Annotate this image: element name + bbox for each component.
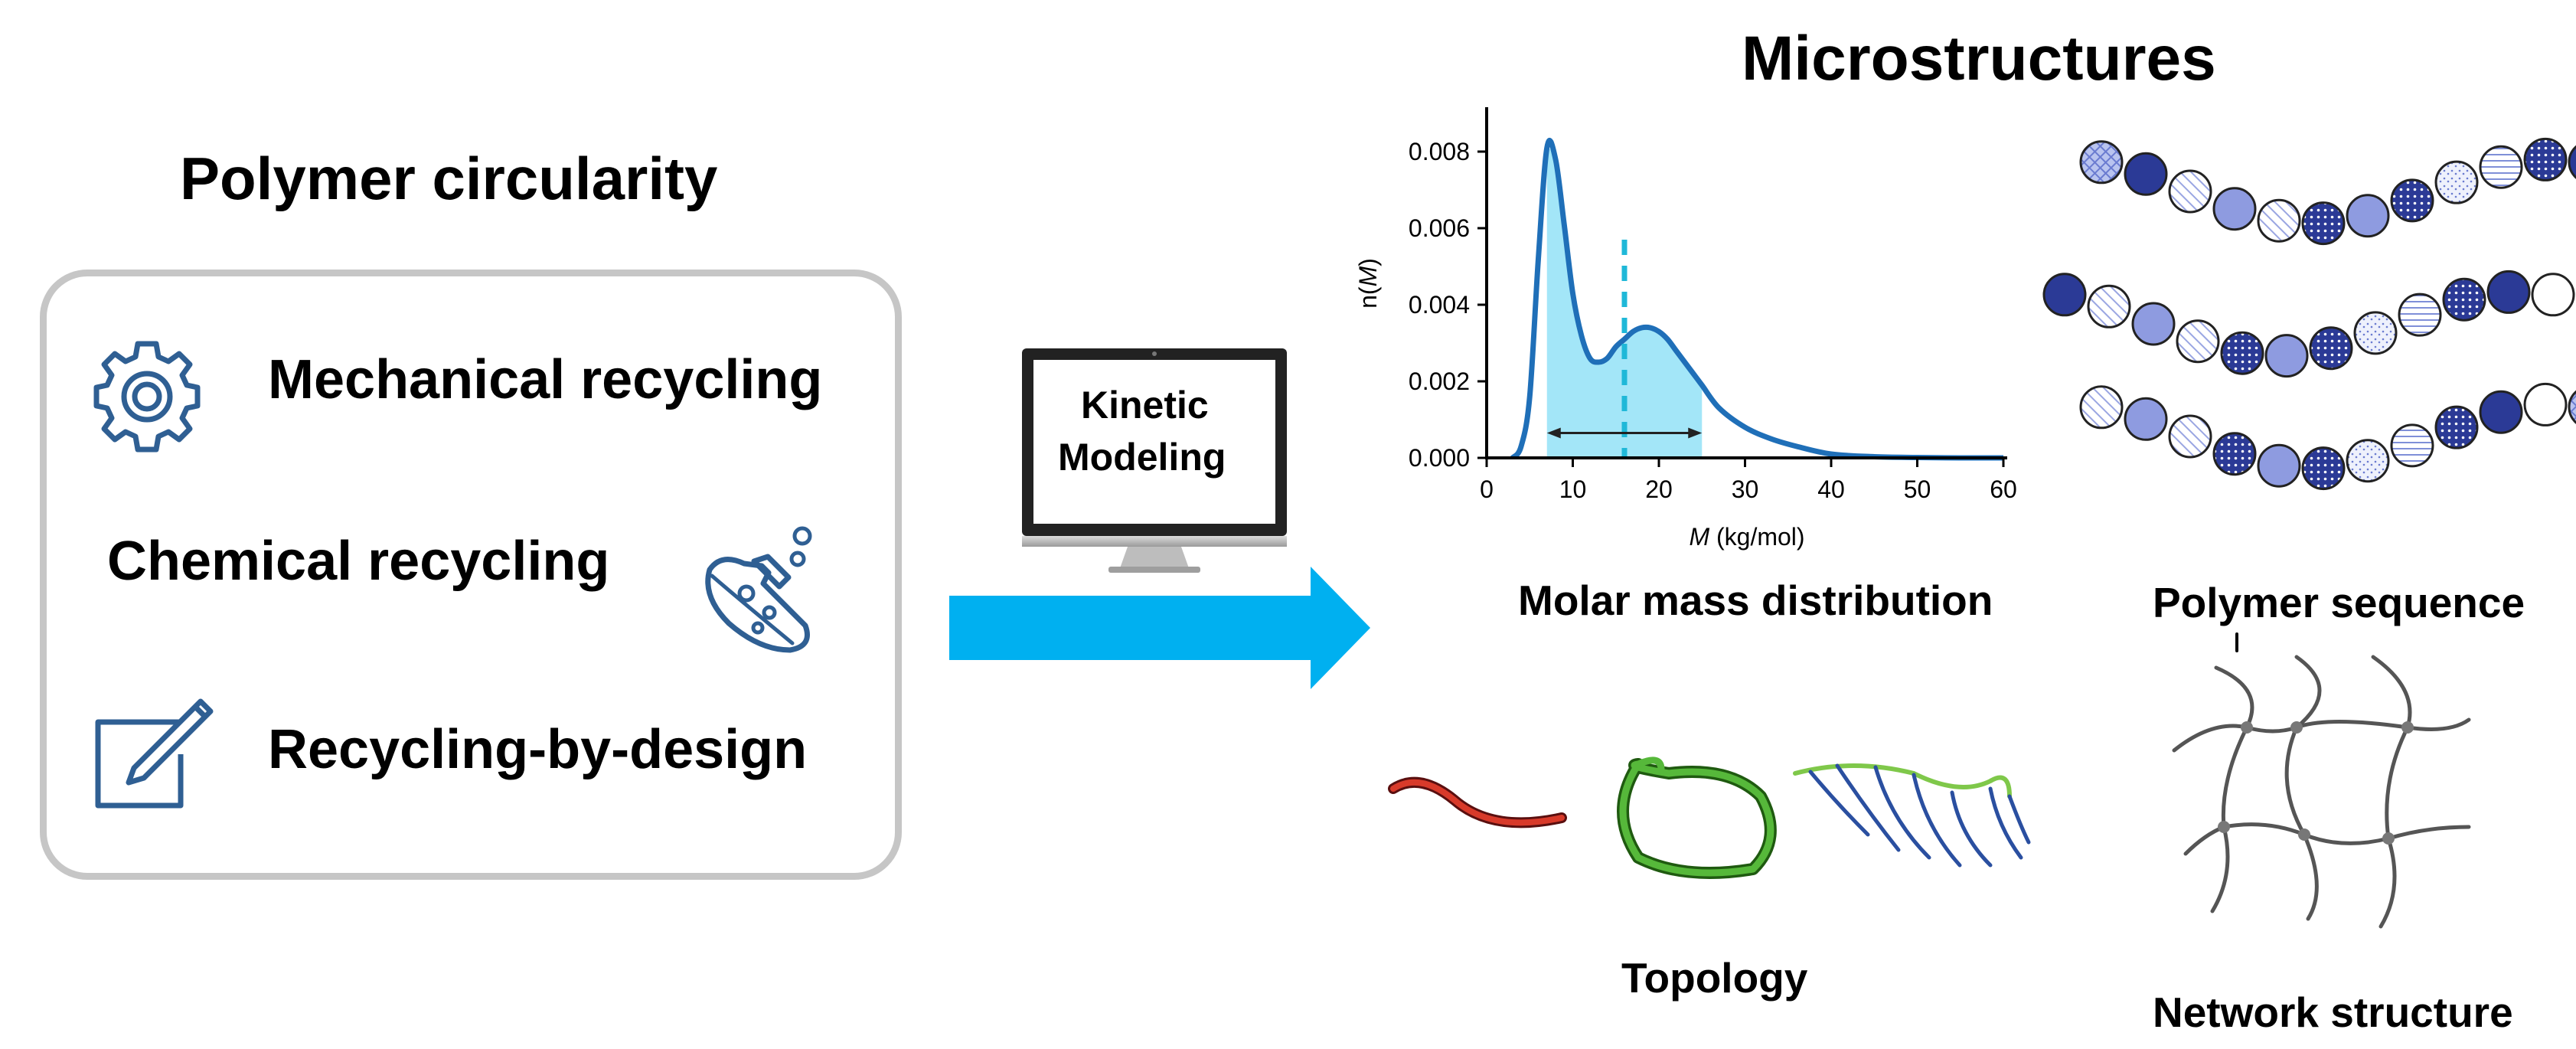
x-tick-label: 40 [1817, 475, 1845, 503]
polymer-circularity-title: Polymer circularity [180, 145, 718, 212]
y-axis-label: n(M) [1354, 258, 1382, 309]
linear-chain [1388, 776, 1567, 828]
monomer-bead [2079, 385, 2124, 430]
monomer-bead [2523, 382, 2568, 426]
x-tick-label: 10 [1559, 475, 1587, 503]
monomer-bead [2486, 270, 2531, 314]
monomer-bead [2168, 169, 2212, 214]
y-tick-label: 0.000 [1409, 444, 1470, 472]
monomer-bead [2301, 446, 2346, 491]
branched-chain [1793, 763, 2031, 868]
big-arrow [949, 567, 1370, 689]
ring-chain [1617, 757, 1777, 879]
monomer-bead [2346, 194, 2390, 238]
polymer-sequence-label: Polymer sequence [2153, 579, 2525, 626]
range-arrow-head-right [1688, 427, 1703, 439]
monomer-bead [2353, 311, 2398, 355]
computer-icon [1022, 348, 1287, 573]
molar-mass-distribution-label: Molar mass distribution [1518, 577, 1993, 624]
monomer-bead [2168, 414, 2212, 459]
flask-icon [705, 526, 812, 653]
microstructures-title: Microstructures [1742, 24, 2216, 93]
monomer-bead [2309, 326, 2353, 371]
x-tick-label: 50 [1904, 475, 1931, 503]
monomer-bead [2301, 201, 2346, 246]
monomer-bead [2434, 405, 2479, 449]
y-tick-label: 0.008 [1409, 138, 1470, 165]
mechanical-recycling-label: Mechanical recycling [268, 349, 823, 410]
monomer-bead [2257, 443, 2301, 488]
monomer-bead [2479, 390, 2523, 434]
y-tick-label: 0.004 [1409, 291, 1470, 319]
monomer-bead [2479, 145, 2523, 189]
range-arrow-head-left [1546, 427, 1561, 439]
monomer-bead [2434, 160, 2479, 204]
monomer-bead [2176, 319, 2220, 364]
monomer-bead [2442, 277, 2486, 322]
x-axis-label: M (kg/mol) [1689, 523, 1804, 551]
monomer-bead [2212, 432, 2257, 476]
monomer-bead [2087, 284, 2131, 328]
gear-icon [93, 341, 201, 453]
shaded-area [1546, 148, 1703, 458]
monomer-bead [2124, 152, 2168, 196]
monomer-bead [2390, 178, 2434, 223]
polymer-sequence-illustration [2042, 137, 2576, 491]
circularity-box [40, 270, 902, 880]
modeling-label: Modeling [1058, 436, 1226, 479]
monomer-bead [2568, 390, 2576, 424]
monomer-bead [2531, 273, 2575, 317]
y-tick-label: 0.002 [1409, 368, 1470, 395]
y-tick-label: 0.006 [1409, 214, 1470, 242]
monomer-bead [2257, 198, 2301, 243]
edit-icon [95, 698, 214, 809]
monomer-bead [2042, 273, 2087, 317]
chemical-recycling-label: Chemical recycling [107, 531, 610, 592]
topology-label: Topology [1621, 954, 1808, 1002]
network-structure [2172, 632, 2471, 929]
monomer-bead [2398, 292, 2442, 337]
distribution-curve [1510, 138, 2004, 461]
kinetic-label: Kinetic [1081, 384, 1209, 426]
recycling-by-design-label: Recycling-by-design [268, 719, 808, 780]
x-tick-label: 0 [1480, 475, 1494, 503]
monomer-bead [2264, 334, 2309, 378]
monomer-bead [2523, 137, 2568, 181]
monomer-bead [2131, 302, 2176, 346]
x-tick-label: 60 [1990, 475, 2017, 503]
monomer-bead [2390, 423, 2434, 468]
network-structure-label: Network structure [2153, 989, 2513, 1036]
monomer-bead [2346, 439, 2390, 483]
monomer-bead [2220, 331, 2264, 375]
x-tick-label: 20 [1645, 475, 1673, 503]
monomer-bead [2568, 145, 2576, 179]
monomer-bead [2212, 187, 2257, 231]
monomer-bead [2124, 397, 2168, 441]
monomer-bead [2079, 140, 2124, 185]
x-tick-label: 30 [1732, 475, 1759, 503]
